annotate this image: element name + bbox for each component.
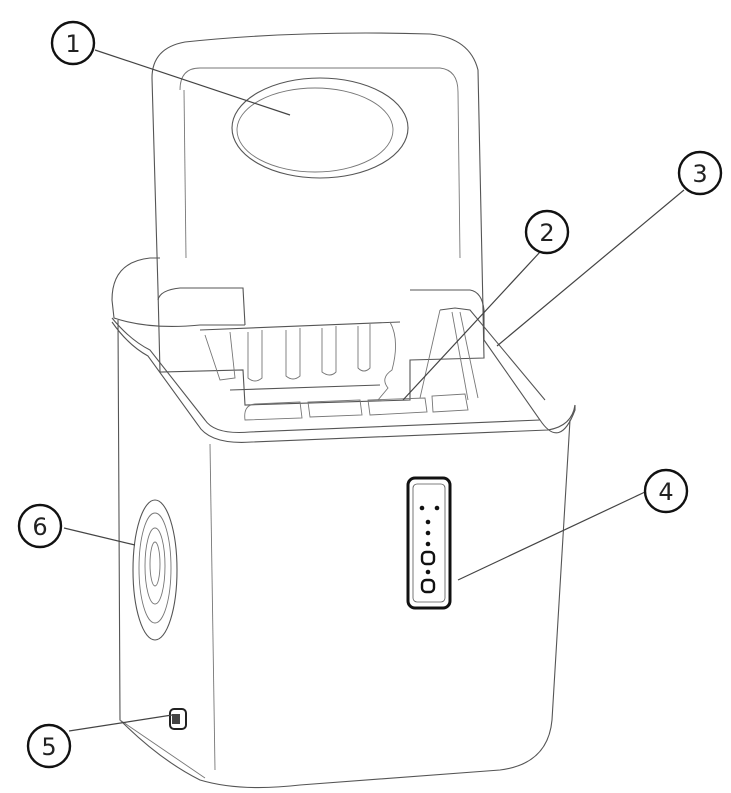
body [117,319,571,789]
indicator-medium-icon [425,530,431,536]
indicator-large-icon [425,519,431,525]
top-rim [111,257,576,443]
viewing-window [231,77,409,179]
svg-text:5: 5 [41,733,56,761]
callout-5: 5 [26,723,72,769]
drain-plug [169,708,187,730]
svg-text:6: 6 [32,513,47,541]
callout-1: 1 [50,20,96,66]
svg-text:2: 2 [539,219,554,247]
callout-6: 6 [17,503,63,549]
lid [151,32,485,406]
callout-4: 4 [643,468,689,514]
indicator-add-water-icon [419,505,425,511]
callout-2: 2 [524,209,570,255]
svg-text:1: 1 [65,30,80,58]
air-vent [132,499,178,641]
callout-3: 3 [677,150,723,196]
leader-lines [63,49,685,732]
svg-text:4: 4 [658,478,673,506]
control-panel [406,476,452,610]
evaporator-fingers [199,321,401,401]
indicator-ice-full-icon [434,505,440,511]
power-button[interactable] [420,578,436,594]
select-button[interactable] [420,550,436,566]
ice-basket [229,384,469,421]
indicator-small-icon [425,541,431,547]
svg-text:3: 3 [692,160,707,188]
water-reservoir [419,307,546,401]
